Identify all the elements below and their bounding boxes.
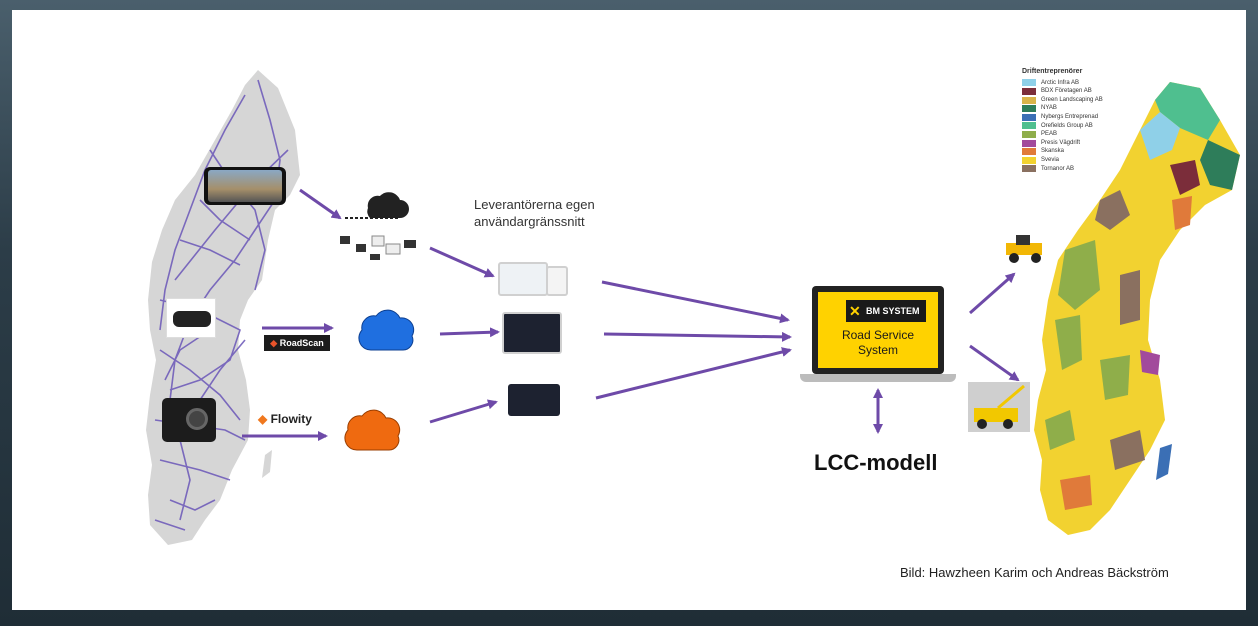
flowity-logo: ◆ Flowity	[258, 412, 312, 426]
legend-label: Tornanor AB	[1041, 165, 1075, 172]
sweden-map-right	[1034, 82, 1240, 535]
legend-swatch	[1022, 96, 1036, 104]
cloud-network-icon	[340, 192, 416, 260]
legend-item: NYAB	[1022, 104, 1103, 113]
legend-label: BDX Företagen AB	[1041, 88, 1092, 95]
legend-swatch	[1022, 156, 1036, 164]
supplier-screen-1	[498, 262, 548, 296]
rss-line1: Road Service	[841, 328, 915, 342]
legend-item: Svevia	[1022, 156, 1103, 165]
bm-system-laptop: ✕ BM SYSTEM Road Service System	[812, 286, 944, 374]
legend-item: Skanska	[1022, 147, 1103, 156]
crane-truck-icon	[968, 382, 1030, 432]
flow-arrows	[242, 188, 1020, 441]
contractor-legend: Driftentreprenörer Arctic Infra AB BDX Fö…	[1022, 68, 1103, 173]
bm-system-logo: ✕ BM SYSTEM	[846, 300, 926, 322]
smartphone-device	[204, 167, 286, 205]
rss-line2: System	[857, 343, 898, 357]
supplier-interface-label: Leverantörerna egen användargränssnitt	[474, 196, 634, 230]
lcc-model-label: LCC-modell	[814, 450, 938, 475]
legend-swatch	[1022, 130, 1036, 138]
supplier-label-line1: Leverantörerna egen	[474, 197, 595, 212]
roadscan-mark: ◆	[270, 338, 278, 348]
legend-swatch	[1022, 165, 1036, 173]
dashcam-body	[173, 311, 211, 327]
legend-swatch	[1022, 79, 1036, 87]
camera-lens	[186, 408, 208, 430]
legend-label: Green Landscaping AB	[1041, 96, 1103, 103]
paver-vehicle-icon	[1006, 235, 1042, 263]
legend-label: Svevia	[1041, 156, 1060, 163]
legend-swatch	[1022, 139, 1036, 147]
legend-item: Green Landscaping AB	[1022, 96, 1103, 105]
legend-title: Driftentreprenörer	[1022, 68, 1083, 75]
gotland-left	[262, 450, 272, 478]
flowity-label: Flowity	[270, 412, 312, 426]
legend-label: Skanska	[1041, 148, 1065, 155]
supplier-screen-2	[502, 312, 562, 354]
legend-item: Tornanor AB	[1022, 165, 1103, 174]
legend-swatch	[1022, 122, 1036, 130]
flowity-mark: ◆	[258, 412, 268, 426]
legend-item: PEAB	[1022, 130, 1103, 139]
legend-item: BDX Företagen AB	[1022, 87, 1103, 96]
action-camera-device	[162, 398, 216, 442]
laptop-base	[800, 374, 956, 382]
blue-cloud-icon	[358, 309, 415, 351]
roadscan-label: RoadScan	[279, 338, 324, 348]
legend-swatch	[1022, 148, 1036, 156]
image-caption: Bild: Hawzheen Karim och Andreas Bäckstr…	[900, 565, 1169, 580]
legend-swatch	[1022, 87, 1036, 95]
supplier-tablet-1	[546, 266, 568, 296]
legend-swatch	[1022, 105, 1036, 113]
legend-swatch	[1022, 113, 1036, 121]
supplier-screen-3	[508, 384, 560, 416]
orange-cloud-icon	[344, 409, 401, 451]
road-service-system-label: Road Service System	[818, 328, 938, 358]
phone-screen	[208, 170, 282, 202]
bm-logo-text: BM SYSTEM	[866, 306, 920, 316]
roadscan-logo: ◆ RoadScan	[264, 335, 330, 351]
dashcam-device	[166, 298, 216, 338]
bm-system-screen: ✕ BM SYSTEM Road Service System	[818, 292, 938, 368]
legend-item: Arctic Infra AB	[1022, 79, 1103, 88]
legend-item: Orefields Group AB	[1022, 122, 1103, 131]
legend-item: Nybergs Entreprenad	[1022, 113, 1103, 122]
bm-logo-mark: ✕	[849, 303, 861, 319]
legend-label: Arctic Infra AB	[1041, 79, 1080, 86]
supplier-label-line2: användargränssnitt	[474, 214, 585, 229]
legend-label: NYAB	[1041, 105, 1057, 112]
legend-label: Orefields Group AB	[1041, 122, 1093, 129]
legend-item: Presis Vägdrift	[1022, 139, 1103, 148]
legend-label: Nybergs Entreprenad	[1041, 113, 1099, 120]
legend-label: PEAB	[1041, 131, 1058, 138]
legend-label: Presis Vägdrift	[1041, 139, 1081, 146]
